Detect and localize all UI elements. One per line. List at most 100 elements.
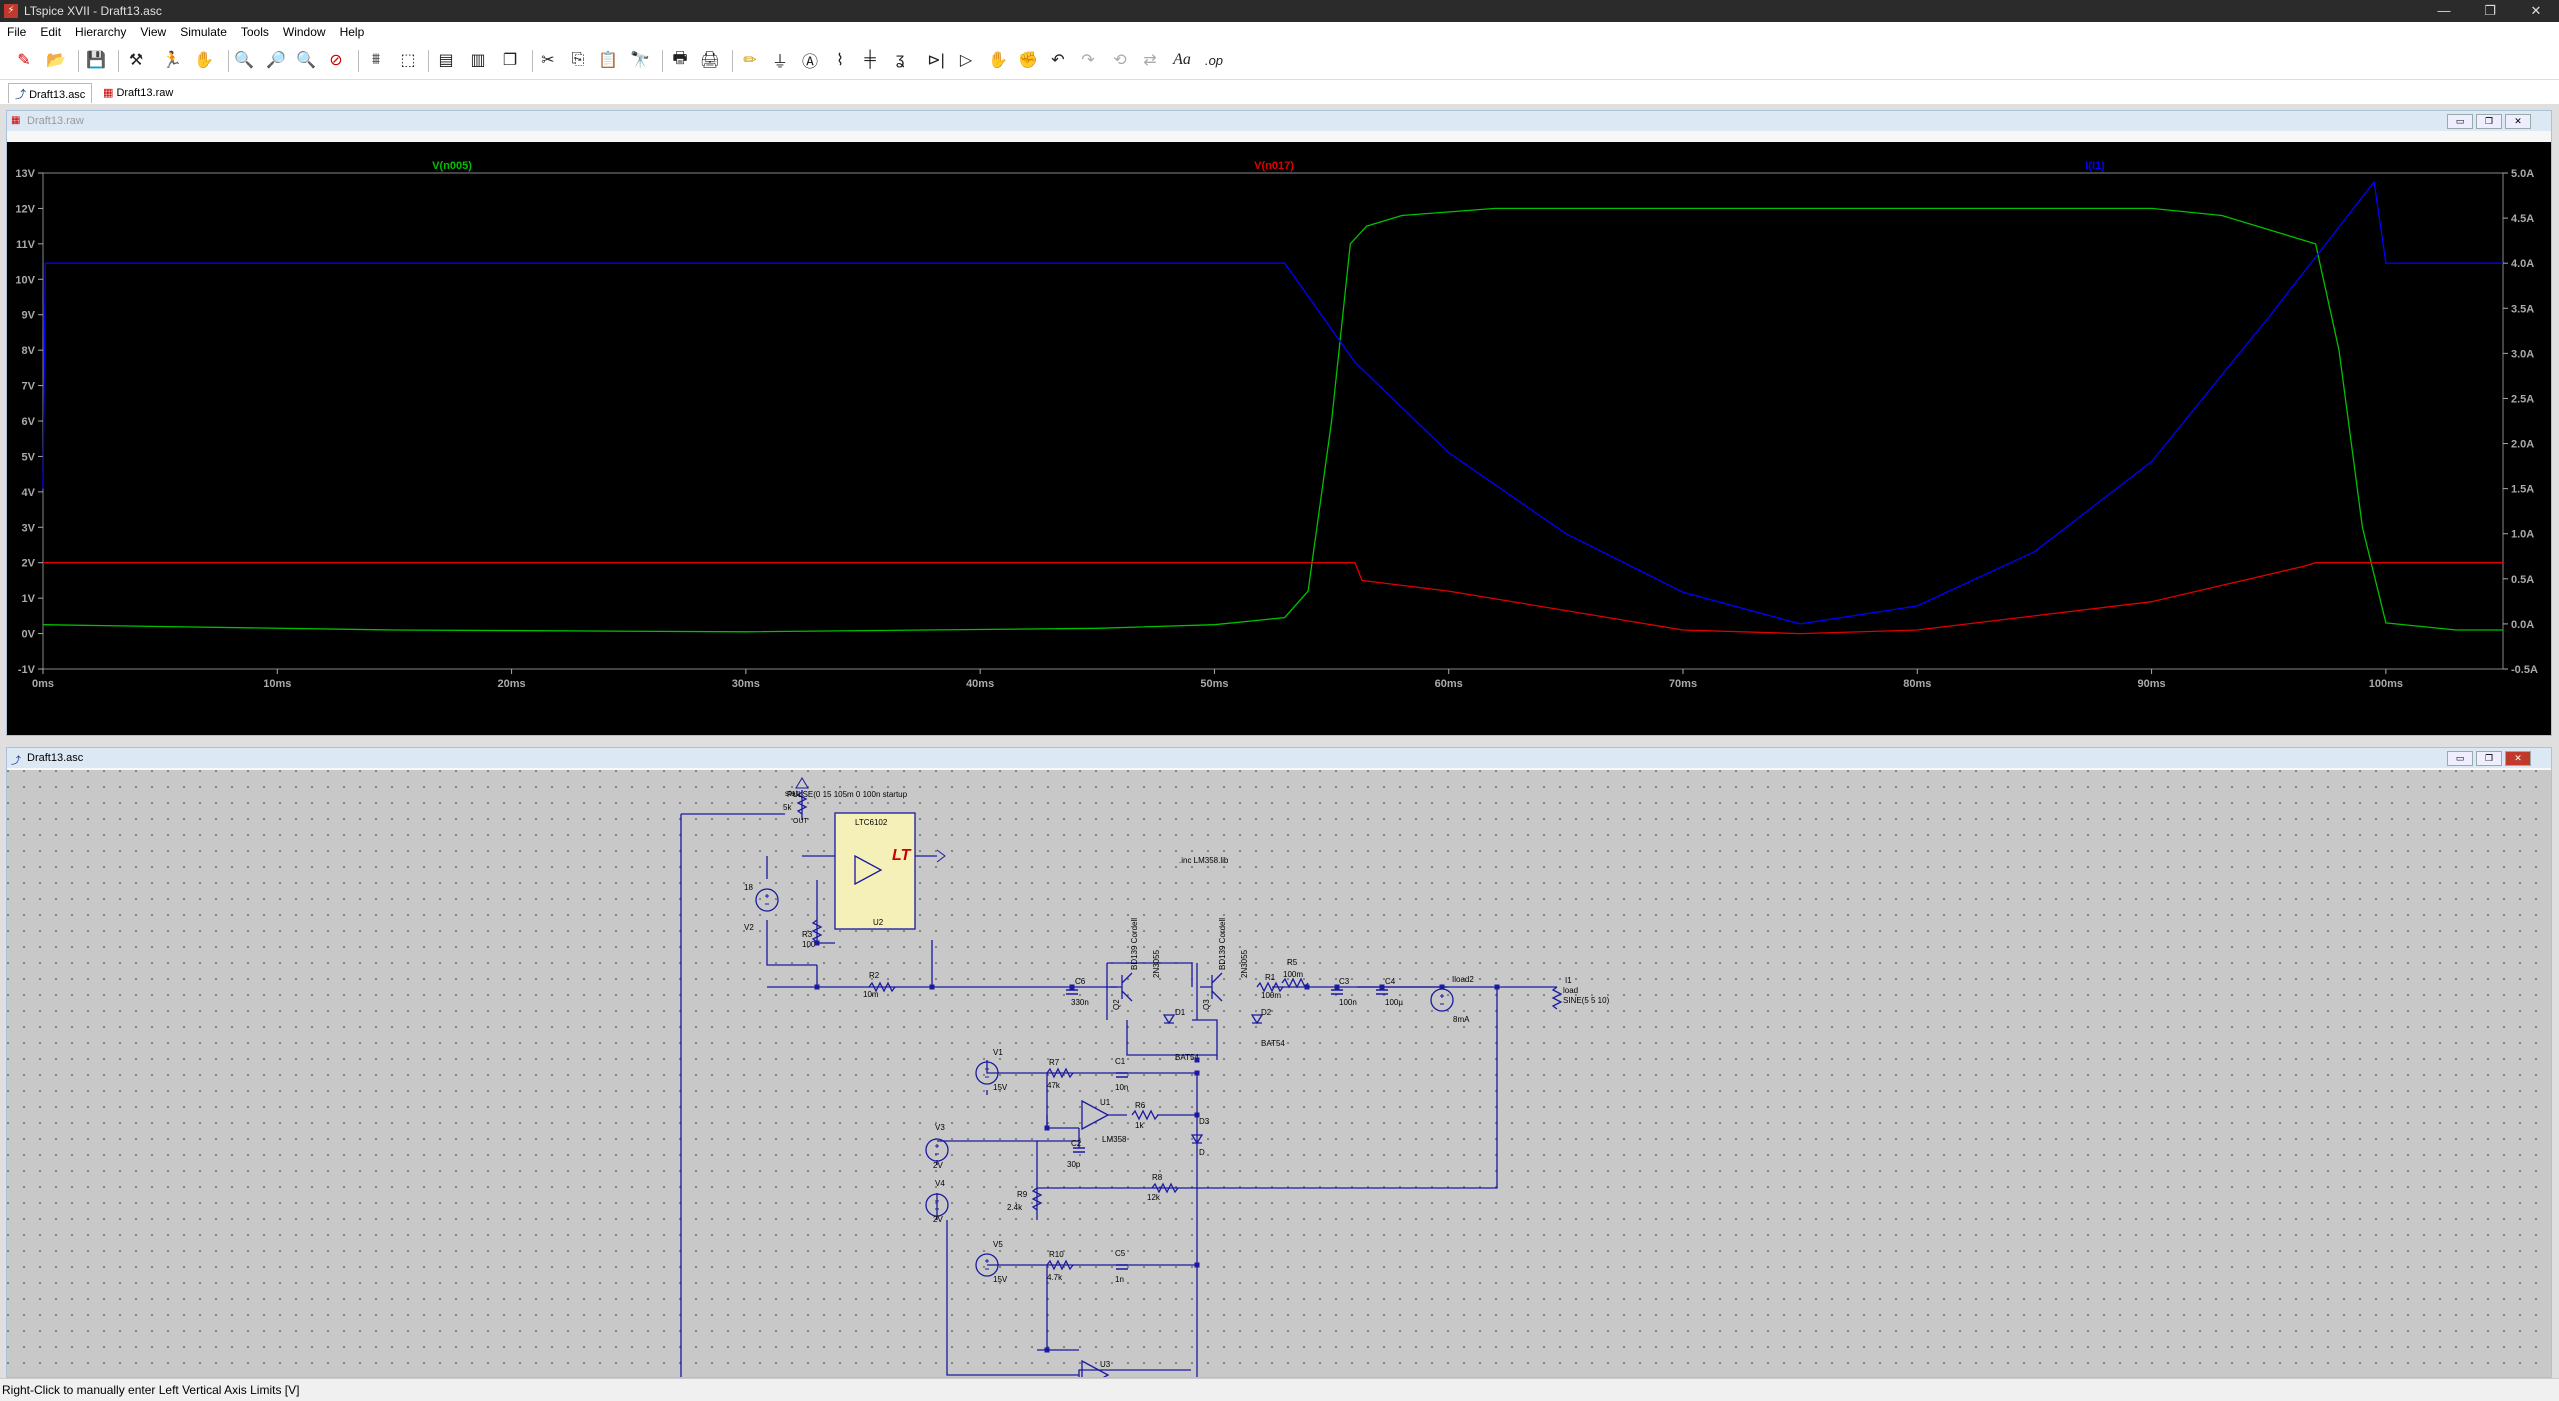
c1-capacitor[interactable] [1116,1072,1128,1078]
menu-edit[interactable]: Edit [40,25,62,39]
menu-simulate[interactable]: Simulate [180,25,227,39]
zoom-cancel-icon[interactable]: ⊘ [329,52,343,69]
v3-source[interactable] [925,1138,949,1162]
q2-transistor[interactable] [1110,972,1133,1002]
waveform-maximize-button[interactable]: ❐ [2476,114,2502,129]
r1-resistor[interactable] [1256,981,1284,993]
close-button[interactable]: ✕ [2530,3,2542,18]
mirror-icon[interactable]: ⇄ [1143,52,1157,69]
redo-icon[interactable]: ↷ [1081,52,1095,69]
v4-source[interactable] [925,1193,949,1217]
r6-resistor[interactable] [1131,1109,1159,1121]
label-icon[interactable]: Ⓐ [801,54,818,71]
rotate-icon[interactable]: ⟲ [1113,52,1127,69]
text-icon[interactable]: Aa [1173,51,1191,68]
d3-diode[interactable] [1190,1134,1204,1145]
c2-capacitor[interactable] [1073,1147,1085,1153]
autorange-icon[interactable]: ⩩ [371,51,381,68]
resistor-5k[interactable] [796,791,808,815]
junction-dot [1069,984,1075,990]
v5-source[interactable] [975,1253,999,1277]
y-right-tick-label: 5.0A [2511,168,2534,180]
cut-icon[interactable]: ✂ [541,52,555,69]
i1-load[interactable] [1551,986,1563,1010]
tab-waveform[interactable]: ▦ Draft13.raw [96,83,180,103]
tab-schematic[interactable]: ⤴ Draft13.asc [8,83,93,103]
print-setup-icon[interactable]: 🖨 [699,52,721,69]
iload2-source-sign[interactable] [1440,994,1444,1005]
v3-source-sign[interactable] [935,1144,939,1155]
component-icon[interactable]: ▷ [959,52,973,69]
r10-resistor[interactable] [1046,1259,1074,1271]
view-tile-icon[interactable]: ⬚ [400,52,416,69]
zoom-out-icon[interactable]: 🔍 [296,52,316,69]
menu-window[interactable]: Window [282,25,326,39]
ground-icon[interactable]: ⏚ [771,54,788,71]
d1-diode[interactable] [1162,1014,1176,1025]
tile-vertical-icon[interactable]: ▥ [470,52,486,69]
capacitor-icon[interactable]: ╪ [864,51,876,68]
waveform-close-button[interactable]: ✕ [2505,114,2531,129]
r3-resistor[interactable] [811,919,823,943]
menu-tools[interactable]: Tools [240,25,269,39]
spice-directive-icon[interactable]: .op [1204,52,1224,68]
r2-resistor[interactable] [868,981,896,993]
v1-source-sign[interactable] [985,1067,989,1078]
schematic-minimize-button[interactable]: ▭ [2447,751,2473,766]
u1-opamp[interactable] [1081,1099,1110,1131]
print-icon[interactable]: 🖶 [672,49,688,67]
diode-icon[interactable]: ⊳| [927,52,945,69]
ltc6102-opamp[interactable] [854,854,883,886]
q3-transistor[interactable] [1200,972,1223,1002]
paste-icon[interactable]: 📋 [598,52,618,69]
label-r3: R3 [802,930,813,939]
menu-file[interactable]: File [7,25,27,39]
vcc-arrow[interactable] [795,777,809,789]
v2-source[interactable] [755,888,779,912]
r8-resistor[interactable] [1151,1182,1179,1194]
r5-resistor[interactable] [1281,977,1309,989]
move-icon[interactable]: ✋ [988,52,1008,69]
menu-help[interactable]: Help [339,25,365,39]
tile-horizontal-icon[interactable]: ▤ [438,52,454,69]
ltc-out-arrow[interactable] [936,849,946,863]
menu-view[interactable]: View [140,25,167,39]
inductor-icon[interactable]: ʓ [895,51,905,68]
schematic-close-button[interactable]: ✕ [2505,751,2531,766]
r7-resistor[interactable] [1046,1067,1074,1079]
u3-opamp[interactable] [1081,1359,1110,1377]
r9-resistor[interactable] [1031,1187,1043,1211]
new-schematic-icon[interactable]: ✎ [17,52,31,69]
save-icon[interactable]: 💾 [86,52,106,69]
c4-capacitor[interactable] [1376,989,1388,995]
minimize-button[interactable]: — [2437,3,2451,18]
restore-button[interactable]: ❐ [2484,3,2496,18]
v5-source-sign[interactable] [985,1259,989,1270]
run-icon[interactable]: 🏃 [162,52,182,69]
v1-source[interactable] [975,1061,999,1085]
drag-icon[interactable]: ✊ [1018,52,1038,69]
d2-diode[interactable] [1250,1014,1264,1025]
halt-icon[interactable]: ✋ [194,52,214,69]
open-icon[interactable]: 📂 [46,52,66,69]
resistor-icon[interactable]: ⌇ [836,52,844,69]
copy-icon[interactable]: ⎘ [571,51,585,68]
c6-capacitor[interactable] [1066,989,1078,995]
c3-capacitor[interactable] [1331,989,1343,995]
undo-icon[interactable]: ↶ [1051,52,1065,69]
cascade-icon[interactable]: ❐ [502,52,518,69]
control-panel-icon[interactable]: ⚒ [128,52,144,69]
v4-source-sign[interactable] [935,1199,939,1210]
menu-hierarchy[interactable]: Hierarchy [75,25,127,39]
zoom-pan-icon[interactable]: 🔎 [266,52,286,69]
c5-capacitor[interactable] [1116,1264,1128,1270]
pencil-icon[interactable]: ✏ [743,52,757,69]
find-icon[interactable]: 🔭 [630,52,650,69]
waveform-minimize-button[interactable]: ▭ [2447,114,2473,129]
schematic-maximize-button[interactable]: ❐ [2476,751,2502,766]
v2-source-sign[interactable] [765,894,769,905]
schematic-wires [680,790,1557,1377]
zoom-in-icon[interactable]: 🔍 [234,52,254,69]
